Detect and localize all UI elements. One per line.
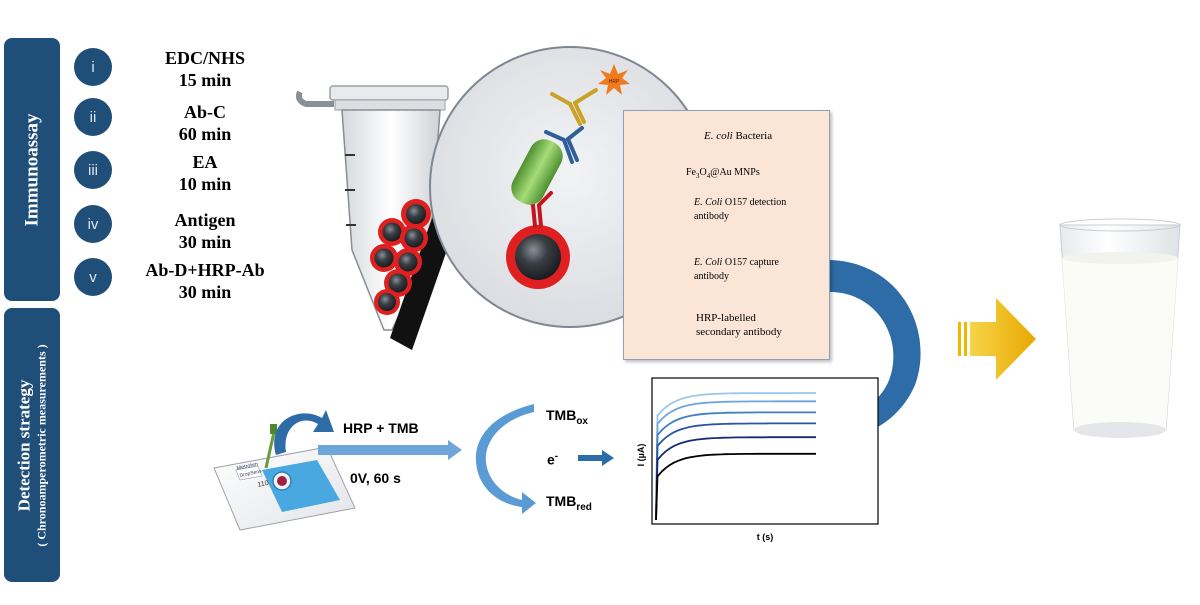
legend-mnp-fe: Fe <box>686 167 696 178</box>
step-duration: 10 min <box>178 174 232 194</box>
step-text-5: Ab-D+HRP-Ab 30 min <box>115 259 295 303</box>
bubble-bacteria <box>511 139 563 205</box>
hrp-secondary-antibody <box>550 88 598 126</box>
step-duration: 30 min <box>178 282 232 302</box>
reagent-label: HRP + TMB <box>343 420 419 436</box>
tmb-ox-sub: ox <box>576 415 588 427</box>
electron-sup: - <box>554 451 559 462</box>
screen-printed-electrode: Metrohm DropSens 110 <box>213 424 356 531</box>
legend-bacteria-italic: E. coli <box>704 130 733 142</box>
chart-frame <box>651 377 879 525</box>
electrode-number: 110 <box>257 480 269 489</box>
bubble-mnp <box>506 225 570 289</box>
step-duration: 30 min <box>178 232 232 252</box>
step-number-1: i <box>74 48 112 86</box>
step-number-5: v <box>74 258 112 296</box>
chart-series-line-4 <box>655 422 816 521</box>
electrode-brand: Metrohm <box>236 461 259 471</box>
legend-bacteria: E. coli Bacteria <box>704 129 772 143</box>
electron-main: e <box>547 451 555 468</box>
milk-glass <box>1059 218 1181 438</box>
legend-detection-line2: antibody <box>694 211 729 222</box>
tmb-red-sub: red <box>576 501 592 513</box>
tmb-cycle-arrow <box>475 404 536 514</box>
chart-series-line-3 <box>655 411 816 521</box>
step-text-3: EA 10 min <box>115 151 295 195</box>
legend-hrp-line1: HRP-labelled <box>696 312 756 324</box>
legend-panel: E. coli Bacteria Fe3O4@Au MNPs E. Coli O… <box>623 110 830 360</box>
legend-capture-italic: E. Coli <box>694 257 723 268</box>
legend-mnp-sub2: 4 <box>706 172 711 180</box>
step-reagent: Ab-C <box>183 102 226 122</box>
legend-bacteria-text: Bacteria <box>732 130 773 142</box>
step-text-2: Ab-C 60 min <box>115 101 295 145</box>
magnet-bar <box>390 218 454 350</box>
tmb-ox-main: TMB <box>546 407 577 423</box>
step-text-1: EDC/NHS 15 min <box>115 47 295 91</box>
legend-hrp-line2: secondary antibody <box>696 326 782 338</box>
electron-label: e- <box>547 451 558 468</box>
step-reagent: EA <box>192 152 218 172</box>
legend-detection-text: O157 detection <box>722 197 787 208</box>
step-number-3: iii <box>74 151 112 189</box>
tmb-red-main: TMB <box>546 493 577 509</box>
step-reagent: Ab-D+HRP-Ab <box>145 260 265 280</box>
immunoassay-panel: Immunoassay <box>4 38 60 301</box>
chart-series-line-5 <box>655 436 816 521</box>
electron-arrow <box>578 450 614 466</box>
conditions-label: 0V, 60 s <box>350 470 401 486</box>
step-reagent: Antigen <box>174 210 236 230</box>
chronoamperometry-chart: I (µA) t (s) <box>636 377 879 542</box>
curved-arrow-over-electrode <box>274 410 334 455</box>
electrode-brand2: DropSens <box>239 468 262 479</box>
legend-capture-text: O157 capture <box>722 257 779 268</box>
step-reagent: EDC/NHS <box>164 48 245 68</box>
chart-y-axis-label: I (µA) <box>636 444 646 467</box>
tmb-red-label: TMBred <box>546 493 592 513</box>
chart-series-group <box>655 392 816 521</box>
chart-series-line-6 <box>655 452 816 521</box>
step-number-4: iv <box>74 205 112 243</box>
step-duration: 60 min <box>178 124 232 144</box>
step-number-2: ii <box>74 98 112 136</box>
legend-detection-antibody: E. Coli O157 detection antibody <box>694 196 786 224</box>
step-duration: 15 min <box>178 70 232 90</box>
yellow-arrow <box>958 298 1036 380</box>
hrp-star: HRP <box>598 64 630 95</box>
tmb-ox-label: TMBox <box>546 407 588 427</box>
mnp-cluster <box>370 199 431 315</box>
step-text-4: Antigen 30 min <box>115 209 295 253</box>
legend-mnp-au: @Au MNPs <box>710 167 760 178</box>
chart-series-line-2 <box>655 400 816 521</box>
legend-capture-antibody: E. Coli O157 capture antibody <box>694 256 779 284</box>
legend-mnp-sub1: 3 <box>696 172 700 180</box>
chart-x-axis-label: t (s) <box>757 532 774 542</box>
legend-detection-italic: E. Coli <box>694 197 723 208</box>
detection-antibody <box>544 126 584 164</box>
detection-strategy-panel: Detection strategy ( Chronoamperometric … <box>4 308 60 582</box>
legend-mnp: Fe3O4@Au MNPs <box>686 166 760 183</box>
legend-mnp-o: O <box>699 167 707 178</box>
hrp-label: HRP <box>609 79 620 85</box>
chart-series-line-1 <box>655 392 816 521</box>
reagent-arrow <box>318 440 462 460</box>
legend-hrp-antibody: HRP-labelled secondary antibody <box>696 311 782 339</box>
legend-capture-line2: antibody <box>694 271 729 282</box>
